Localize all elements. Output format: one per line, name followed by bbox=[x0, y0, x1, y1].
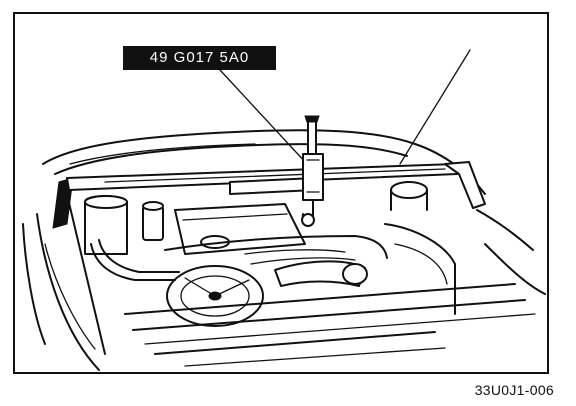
brake-reservoir bbox=[142, 201, 164, 241]
right-bracket bbox=[390, 161, 486, 211]
valve-cover bbox=[164, 203, 388, 259]
front-lower bbox=[154, 331, 446, 367]
figure-code: 33U0J1-006 bbox=[474, 382, 554, 398]
right-components bbox=[274, 223, 456, 315]
diagram-frame: 49 G017 5A0 bbox=[13, 12, 549, 374]
hook-chain bbox=[301, 115, 324, 227]
engine-bay-illustration bbox=[22, 49, 546, 371]
washer-reservoir bbox=[84, 195, 128, 255]
fender-left bbox=[22, 213, 100, 371]
cowl-outline bbox=[42, 129, 486, 195]
radiator-support bbox=[124, 209, 546, 345]
tool-number-label: 49 G017 5A0 bbox=[123, 46, 276, 70]
intake-pipes bbox=[90, 239, 356, 281]
radiator-fan bbox=[166, 265, 264, 327]
support-bar bbox=[66, 163, 458, 195]
leader-lines bbox=[219, 49, 471, 165]
